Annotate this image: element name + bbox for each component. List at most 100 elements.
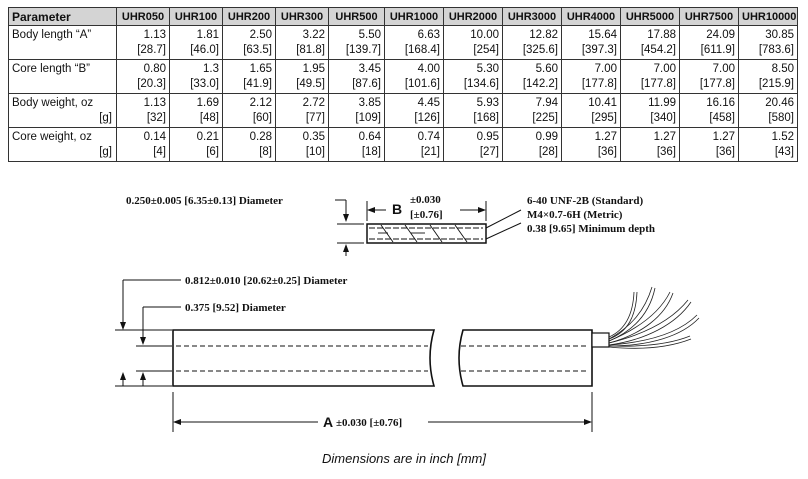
parameter-label: Body weight, oz <box>12 97 94 109</box>
value-inch: 7.94 <box>535 96 558 109</box>
core-length-tol-inch: ±0.030 <box>410 194 441 206</box>
value-metric: [458] <box>709 111 735 124</box>
value-cell: 20.46[580] <box>738 93 798 128</box>
value-metric: [783.6] <box>758 43 794 56</box>
value-metric: [177.8] <box>640 77 676 90</box>
value-metric: [397.3] <box>581 43 617 56</box>
value-cell: 5.30[134.6] <box>443 59 503 94</box>
body-left-section <box>172 329 436 387</box>
value-inch: 12.82 <box>529 28 558 41</box>
value-inch: 0.64 <box>358 130 381 143</box>
value-metric: [41.9] <box>243 77 272 90</box>
value-metric: [168.4] <box>404 43 440 56</box>
parameter-cell: Body length “A” <box>8 25 117 60</box>
parameter-label: Core weight, oz <box>12 131 92 143</box>
value-metric: [4] <box>153 145 166 158</box>
value-metric: [454.2] <box>640 43 676 56</box>
model-header: UHR500 <box>328 7 385 26</box>
value-metric: [21] <box>420 145 440 158</box>
value-metric: [109] <box>355 111 381 124</box>
value-metric: [36] <box>715 145 735 158</box>
model-header: UHR5000 <box>620 7 680 26</box>
value-cell: 7.00 [177.8] <box>561 59 621 94</box>
value-inch: 7.00 <box>712 62 735 75</box>
value-inch: 10.00 <box>470 28 499 41</box>
model-header: UHR3000 <box>502 7 562 26</box>
value-cell: 0.14 [4] <box>116 127 170 162</box>
value-metric: [142.2] <box>522 77 558 90</box>
value-inch: 0.28 <box>249 130 272 143</box>
model-header: UHR10000 <box>738 7 798 26</box>
value-metric: [101.6] <box>404 77 440 90</box>
value-cell: 16.16[458] <box>679 93 739 128</box>
value-cell: 17.88[454.2] <box>620 25 680 60</box>
value-cell: 10.00 [254] <box>443 25 503 60</box>
bore-diameter-label: 0.375 [9.52] Diameter <box>185 302 286 314</box>
value-metric: [48] <box>199 111 219 124</box>
value-inch: 0.99 <box>535 130 558 143</box>
value-cell: 8.50[215.9] <box>738 59 798 94</box>
value-cell: 24.09[611.9] <box>679 25 739 60</box>
value-inch: 5.50 <box>358 28 381 41</box>
value-inch: 1.27 <box>594 130 617 143</box>
parameter-label: Core length “B” <box>12 63 90 75</box>
value-cell: 3.85 [109] <box>328 93 385 128</box>
value-inch: 1.27 <box>712 130 735 143</box>
core-body <box>366 223 487 244</box>
value-inch: 4.00 <box>417 62 440 75</box>
value-metric: [20.3] <box>137 77 166 90</box>
model-header: UHR050 <box>116 7 170 26</box>
value-metric: [60] <box>252 111 272 124</box>
value-cell: 0.99[28] <box>502 127 562 162</box>
table-row: Body weight, oz[g]1.13[32]1.69[48]2.12[6… <box>8 93 798 128</box>
dimensions-caption: Dimensions are in inch [mm] <box>322 451 486 466</box>
value-inch: 0.14 <box>143 130 166 143</box>
value-metric: [36] <box>597 145 617 158</box>
lead-wires <box>608 286 700 349</box>
thread-metric-label: M4×0.7-6H (Metric) <box>527 209 623 221</box>
core-length-tol-mm: [±0.76] <box>410 209 443 221</box>
value-cell: 2.72[77] <box>275 93 329 128</box>
table-row: Core length “B”0.80[20.3]1.3[33.0]1.65[4… <box>8 59 798 94</box>
value-inch: 24.09 <box>706 28 735 41</box>
value-inch: 0.21 <box>196 130 219 143</box>
value-cell: 0.95[27] <box>443 127 503 162</box>
value-metric: [177.8] <box>581 77 617 90</box>
value-metric: [8] <box>259 145 272 158</box>
value-inch: 5.30 <box>476 62 499 75</box>
value-inch: 2.72 <box>302 96 325 109</box>
value-metric: [32] <box>146 111 166 124</box>
model-header: UHR100 <box>169 7 223 26</box>
value-inch: 7.00 <box>594 62 617 75</box>
table-row: Core weight, oz[g]0.14[4]0.21[6]0.28[8]0… <box>8 127 798 162</box>
value-metric: [325.6] <box>522 43 558 56</box>
parameter-cell: Body weight, oz[g] <box>8 93 117 128</box>
value-metric: [43] <box>774 145 794 158</box>
value-cell: 4.45[126] <box>384 93 444 128</box>
value-cell: 30.85[783.6] <box>738 25 798 60</box>
value-metric: [254] <box>473 43 499 56</box>
core-drawing: 0.250±0.005 [6.35±0.13] Diameter B ±0.03… <box>126 194 655 256</box>
thread-standard-label: 6-40 UNF-2B (Standard) <box>527 195 643 207</box>
value-metric: [139.7] <box>345 43 381 56</box>
value-inch: 2.12 <box>249 96 272 109</box>
model-header: UHR300 <box>275 7 329 26</box>
value-inch: 1.52 <box>771 130 794 143</box>
parameter-label: Body length “A” <box>12 29 92 41</box>
value-cell: 5.93[168] <box>443 93 503 128</box>
value-inch: 0.80 <box>143 62 166 75</box>
value-metric: [36] <box>656 145 676 158</box>
value-metric: [225] <box>532 111 558 124</box>
value-cell: 0.35[10] <box>275 127 329 162</box>
value-inch: 1.65 <box>249 62 272 75</box>
value-metric: [33.0] <box>190 77 219 90</box>
value-inch: 0.35 <box>302 130 325 143</box>
value-inch: 5.60 <box>535 62 558 75</box>
table-row: Body length “A”1.13[28.7]1.81[46.0]2.50[… <box>8 25 798 60</box>
value-metric: [580] <box>768 111 794 124</box>
core-diameter-label: 0.250±0.005 [6.35±0.13] Diameter <box>126 195 283 207</box>
value-cell: 4.00 [101.6] <box>384 59 444 94</box>
value-inch: 3.85 <box>358 96 381 109</box>
value-metric: [126] <box>414 111 440 124</box>
